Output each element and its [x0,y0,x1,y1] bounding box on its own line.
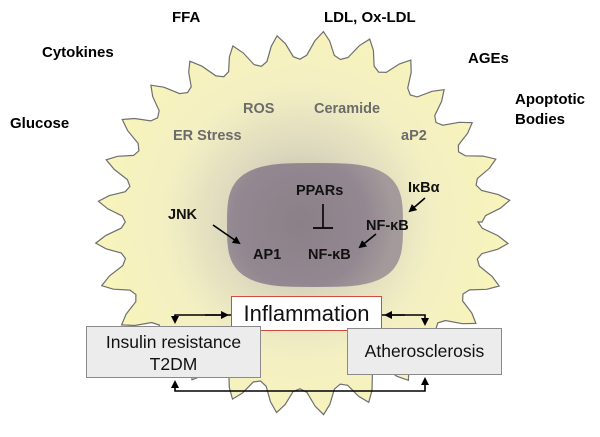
ikba-alpha: α [430,180,440,196]
ikba-b: B [420,180,431,196]
inflammation-label: Inflammation [243,301,370,326]
nfkb-upper-prefix: NF- [366,218,391,234]
inflammation-box: Inflammation [231,296,382,331]
ikba-kappa: κ [412,180,421,196]
label-glucose: Glucose [10,115,70,132]
label-ffa: FFA [172,9,201,26]
insulin-resistance-label: Insulin resistance [105,332,242,352]
label-er-stress: ER Stress [173,128,242,144]
nfkb-to-nfkb-arrow [358,233,377,249]
label-jnk: JNK [168,207,198,223]
atherosclerosis-box: Atherosclerosis [347,328,502,375]
atherosclerosis-label: Atherosclerosis [364,341,485,361]
insulin-resistance-box: Insulin resistance T2DM [86,326,261,378]
jnk-to-ap1-arrow [212,224,241,245]
nfkb-lower-prefix: NF- [308,247,333,263]
label-ikba: IκBα [408,180,440,196]
nfkb-lower-kappa: κ [332,247,341,263]
label-ros: ROS [243,101,275,117]
label-ceramide: Ceramide [314,101,381,117]
ikba-to-nfkb-arrow [408,197,426,213]
label-apoptotic: Apoptotic [515,91,585,108]
nfkb-upper-kappa: κ [390,218,399,234]
label-ap1: AP1 [253,247,282,263]
t2dm-label: T2DM [149,354,198,374]
nfkb-lower-b: B [340,247,351,263]
label-ap2: aP2 [401,128,427,144]
nucleus-shape [227,163,403,287]
label-ldl: LDL, Ox-LDL [324,9,416,26]
label-ages: AGEs [468,50,509,67]
label-nfkb-upper: NF-κB [366,218,409,234]
label-cytokines: Cytokines [42,44,114,61]
label-nfkb-lower: NF-κB [308,247,351,263]
label-ppars: PPARs [296,183,344,199]
ikba-prefix: I [408,180,413,196]
nfkb-upper-b: B [398,218,409,234]
label-bodies: Bodies [515,111,566,128]
